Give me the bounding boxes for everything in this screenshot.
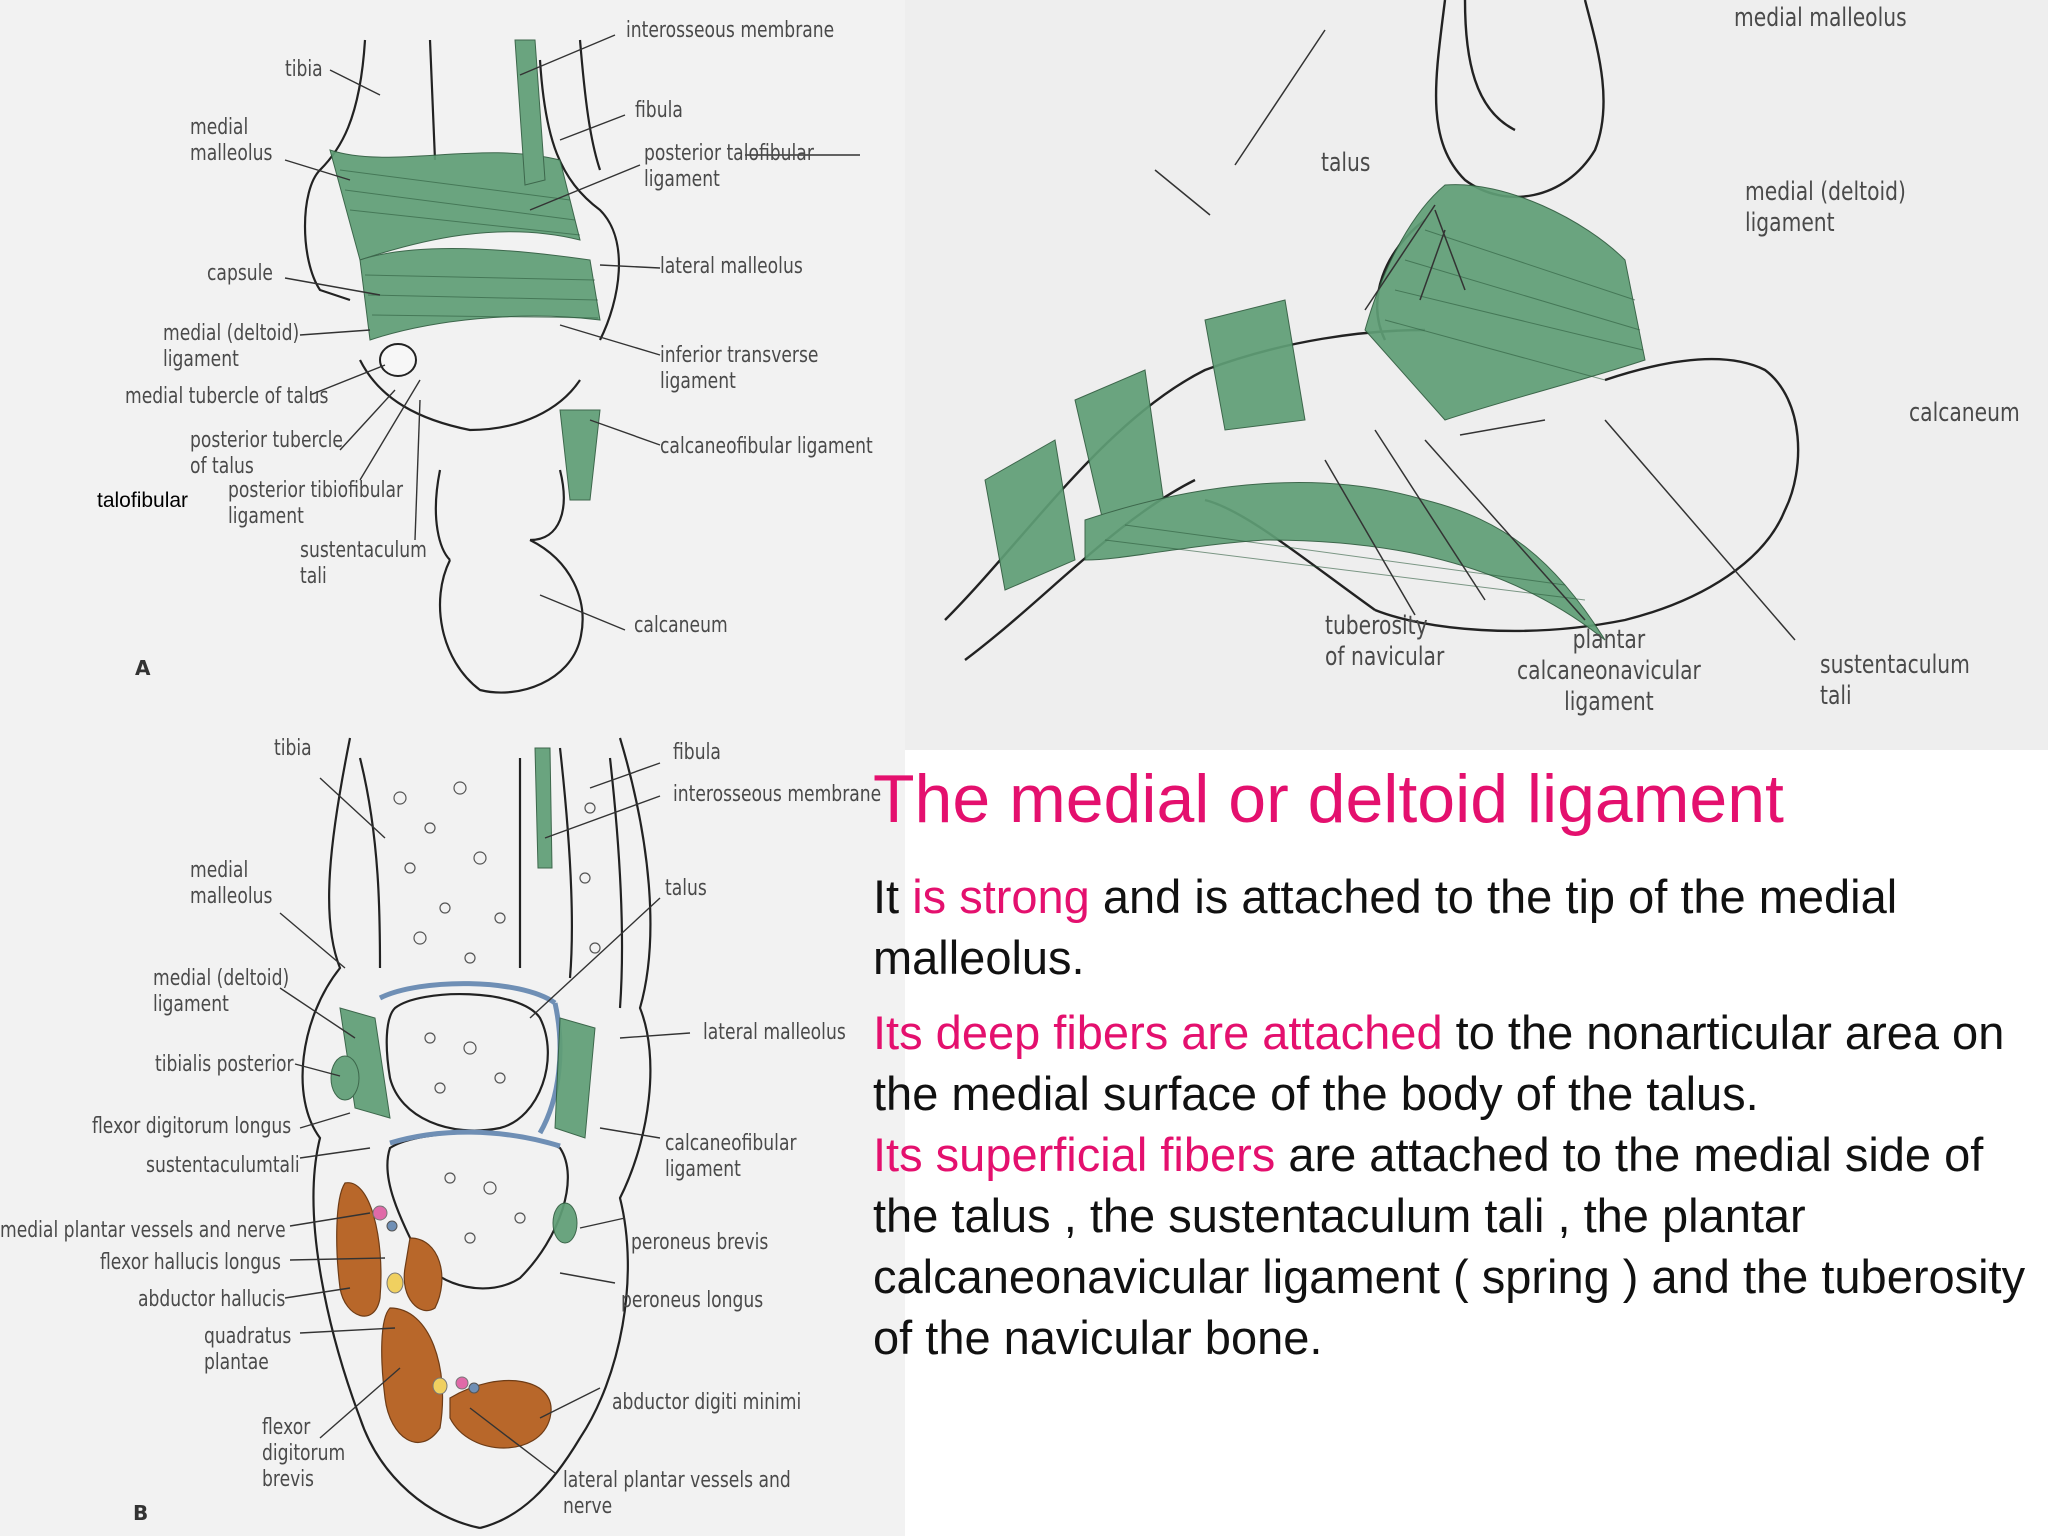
label-capsule: capsule <box>207 261 273 286</box>
paragraph-2-text-b: are attached to the medial side of the t… <box>873 1128 2026 1364</box>
paragraph-strength: It is strong and is attached to the tip … <box>873 866 2043 988</box>
label-quadratus-plantae: quadratus plantae <box>204 1324 292 1375</box>
figure-b-coronal-section: tibia fibula interosseous membrane media… <box>0 718 905 1536</box>
label-flexor-digitorum-brevis: flexor digitorum brevis <box>262 1415 346 1492</box>
label-fibula: fibula <box>673 740 721 765</box>
label-tibialis-posterior: tibialis posterior <box>155 1052 294 1077</box>
label-peroneus-longus: peroneus longus <box>621 1288 764 1313</box>
label-peroneus-brevis: peroneus brevis <box>631 1230 769 1255</box>
label-flexor-hallucis-longus: flexor hallucis longus <box>100 1250 281 1275</box>
label-flexor-digitorum-longus: flexor digitorum longus <box>92 1114 292 1139</box>
paragraph-2-highlight-deep: Its deep fibers are attached <box>873 1006 1443 1059</box>
label-tibia: tibia <box>285 57 323 82</box>
label-abductor-hallucis: abductor hallucis <box>138 1287 286 1312</box>
label-inferior-transverse-ligament: inferior transverse ligament <box>660 343 819 394</box>
label-posterior-tibiofibular-ligament: posterior tibiofibular ligament <box>228 478 404 529</box>
figure-medial-view: medial malleolus talus medial (deltoid) … <box>905 0 2048 750</box>
figure-medial-illustration <box>944 0 1800 661</box>
label-medial-deltoid-ligament: medial (deltoid) ligament <box>163 321 300 372</box>
paragraph-1-highlight: is strong <box>912 870 1090 923</box>
label-tuberosity-of-navicular: tuberosity of navicular <box>1325 611 1445 672</box>
slide-text: The medial or deltoid ligament It is str… <box>873 760 2043 1382</box>
label-lateral-malleolus: lateral malleolus <box>660 254 803 279</box>
label-medial-malleolus: medial malleolus <box>1734 3 1907 33</box>
label-abductor-digiti-minimi: abductor digiti minimi <box>612 1390 802 1415</box>
label-medial-plantar-vessels-and-nerve: medial plantar vessels and nerve <box>0 1218 286 1243</box>
overlay-talofibular: talofibular <box>97 489 189 512</box>
paragraph-1-text-a: It <box>873 870 913 923</box>
paragraph-2-highlight-superficial: Its superficial fibers <box>873 1128 1276 1181</box>
label-calcaneum: calcaneum <box>634 613 728 638</box>
label-sustentaculum-tali: sustentaculumtali <box>146 1153 300 1178</box>
label-medial-deltoid-ligament: medial (deltoid) ligament <box>1745 177 1906 238</box>
label-interosseous-membrane: interosseous membrane <box>626 18 835 43</box>
figure-b-letter: B <box>133 1501 149 1525</box>
label-calcaneofibular-ligament: calcaneofibular ligament <box>660 434 873 459</box>
label-lateral-plantar-vessels-and-nerve: lateral plantar vessels and nerve <box>563 1468 791 1519</box>
figure-a-posterior-ankle: tibia interosseous membrane fibula media… <box>0 0 905 718</box>
slide-title: The medial or deltoid ligament <box>873 761 1784 837</box>
label-sustentaculum-tali: sustentaculum tali <box>1820 650 1970 711</box>
figure-b-illustration <box>279 737 691 1530</box>
label-fibula: fibula <box>635 98 683 123</box>
label-medial-malleolus: medial malleolus <box>190 115 273 166</box>
paragraph-1-text-b: and is attached to the tip of the medial… <box>873 870 1898 984</box>
label-talus: talus <box>665 876 707 901</box>
label-talus: talus <box>1321 148 1371 178</box>
figure-a-illustration <box>284 34 860 694</box>
paragraph-2-text-a: to the nonarticular area on the medial s… <box>873 1006 2005 1120</box>
label-calcaneum: calcaneum <box>1909 398 2020 428</box>
label-lateral-malleolus: lateral malleolus <box>703 1020 846 1045</box>
label-calcaneofibular-ligament: calcaneofibular ligament <box>665 1131 797 1182</box>
label-medial-malleolus: medial malleolus <box>190 858 273 909</box>
paragraph-fibers: Its deep fibers are attached to the nona… <box>873 1002 2043 1368</box>
label-posterior-tubercle-of-talus: posterior tubercle of talus <box>190 428 343 479</box>
label-medial-tubercle-of-talus: medial tubercle of talus <box>125 384 329 409</box>
label-medial-deltoid-ligament: medial (deltoid) ligament <box>153 966 290 1017</box>
label-interosseous-membrane: interosseous membrane <box>673 782 882 807</box>
figure-a-letter: A <box>135 656 151 680</box>
label-tibia: tibia <box>274 736 312 761</box>
label-sustentaculum-tali: sustentaculum tali <box>300 538 427 589</box>
label-plantar-calcaneonavicular-ligament: plantar calcaneonavicular ligament <box>1517 625 1701 717</box>
label-posterior-talofibular-ligament: posterior talofibular ligament <box>644 141 814 192</box>
